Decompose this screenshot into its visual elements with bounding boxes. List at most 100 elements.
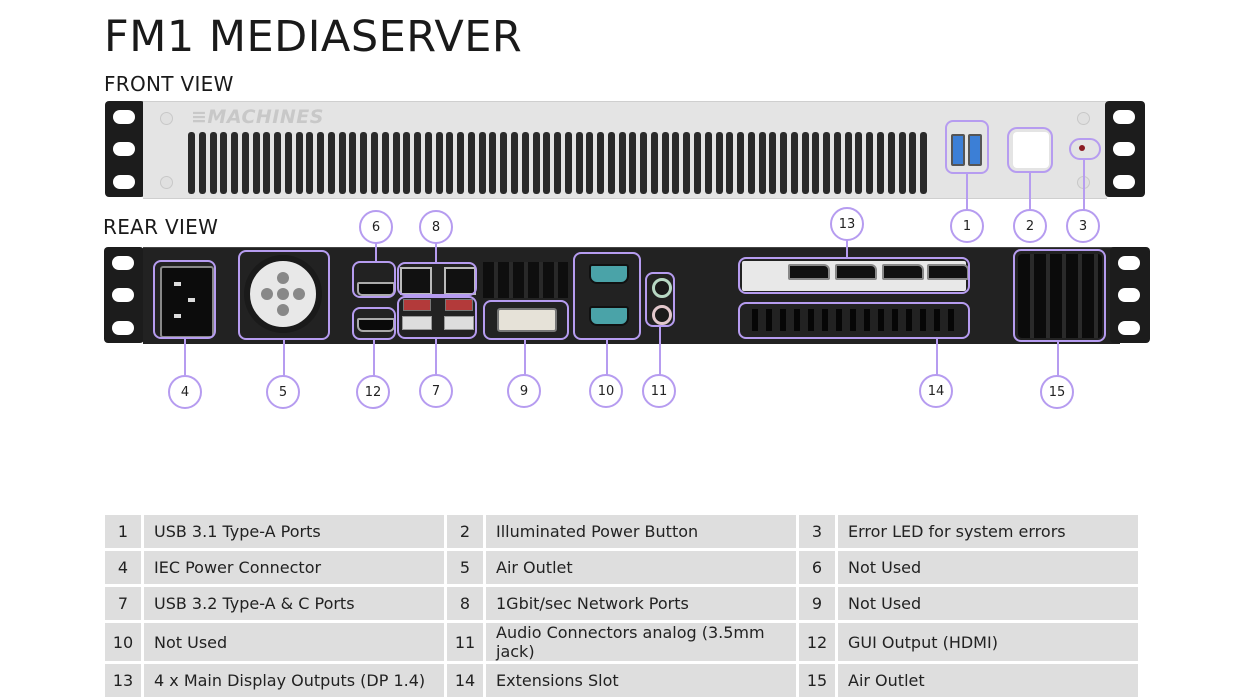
vent-slot (467, 132, 475, 194)
screw (160, 112, 173, 125)
vent-slot (478, 132, 486, 194)
vent-slot (284, 132, 292, 194)
vent-slot (607, 132, 615, 194)
rack-ear-right (1105, 101, 1145, 197)
rack-hole (112, 288, 134, 302)
vent-slot (844, 132, 852, 194)
usb-a-port-icon (402, 316, 432, 330)
legend-number: 11 (447, 623, 483, 661)
legend-number: 6 (799, 551, 835, 584)
callout-box-12 (352, 307, 396, 340)
rack-hole (113, 175, 135, 189)
vent-slot (898, 132, 906, 194)
rack-hole (112, 256, 134, 270)
rack-ear-right (1110, 247, 1150, 343)
iec-power-connector-icon (160, 266, 214, 338)
fan-icon (244, 255, 322, 333)
rack-hole (1113, 110, 1135, 124)
vent-slot (446, 132, 454, 194)
callout-15: 15 (1040, 375, 1074, 409)
callout-9: 9 (507, 374, 541, 408)
vent-slot (909, 132, 917, 194)
callout-7: 7 (419, 374, 453, 408)
vent-slot (188, 132, 195, 194)
vent-slot (823, 132, 831, 194)
vent-slot (424, 132, 432, 194)
legend-number: 5 (447, 551, 483, 584)
vent-slot (198, 132, 206, 194)
vent-slot (414, 132, 422, 194)
vent-slot (295, 132, 303, 194)
callout-line-14 (936, 339, 938, 376)
rear-view-label: REAR VIEW (103, 215, 219, 239)
page-title: FM1 MEDIASERVER (104, 12, 523, 62)
vent-slot (252, 132, 260, 194)
usb-a-port-icon (403, 299, 431, 311)
callout-2: 2 (1013, 209, 1047, 243)
legend-description: Audio Connectors analog (3.5mm jack) (486, 623, 796, 661)
vent-slot (543, 132, 551, 194)
vent-slot (855, 132, 863, 194)
callout-1: 1 (950, 209, 984, 243)
error-led-icon (1079, 145, 1085, 151)
rack-hole (112, 321, 134, 335)
vent-slot (306, 132, 314, 194)
vent-slot (640, 132, 648, 194)
legend-description: Not Used (144, 623, 444, 661)
vent-slot (769, 132, 777, 194)
vent-slot (672, 132, 680, 194)
callout-line-6 (375, 243, 377, 261)
vent-slot (887, 132, 895, 194)
vent-slot (489, 132, 497, 194)
vent-slot (532, 132, 540, 194)
front-vent-grille (188, 132, 928, 194)
legend-number: 3 (799, 515, 835, 548)
serial-port-icon (589, 306, 629, 326)
rack-hole (1113, 175, 1135, 189)
callout-12: 12 (356, 375, 390, 409)
callout-box-15 (1013, 249, 1106, 342)
vent-slot (575, 132, 583, 194)
vent-slot (521, 132, 529, 194)
vent-slot (877, 132, 884, 194)
legend-description: IEC Power Connector (144, 551, 444, 584)
callout-line-5 (283, 340, 285, 376)
callout-11: 11 (642, 374, 676, 408)
vent-slot (338, 132, 346, 194)
vent-slot (392, 132, 400, 194)
displayport-icon (788, 264, 830, 280)
vent-slot (650, 132, 658, 194)
legend-number: 13 (105, 664, 141, 697)
vent-slot (231, 132, 239, 194)
vent-slot (737, 132, 745, 194)
legend-description: 4 x Main Display Outputs (DP 1.4) (144, 664, 444, 697)
audio-jack-icon (652, 278, 672, 298)
vent-slot (866, 132, 874, 194)
vent-slot (629, 132, 637, 194)
callout-box-7 (397, 296, 477, 339)
usb-port-icon (968, 134, 982, 166)
legend-number: 15 (799, 664, 835, 697)
callout-line-3 (1083, 160, 1085, 210)
callout-6: 6 (359, 210, 393, 244)
legend-number: 4 (105, 551, 141, 584)
screw (1077, 112, 1090, 125)
callout-5: 5 (266, 375, 300, 409)
legend-description: Not Used (838, 587, 1138, 620)
vent-slot (683, 132, 691, 194)
vent-slot (693, 132, 701, 194)
vent-slot (209, 132, 217, 194)
vent-slot (661, 132, 669, 194)
vent-slot (554, 132, 562, 194)
vent-slot (564, 132, 572, 194)
extension-slot-vents (752, 309, 957, 331)
vent-slot (920, 132, 928, 194)
vent-slot (510, 132, 518, 194)
vent-slot (812, 132, 820, 194)
vent-slot (360, 132, 368, 194)
vent-slot (349, 132, 357, 194)
